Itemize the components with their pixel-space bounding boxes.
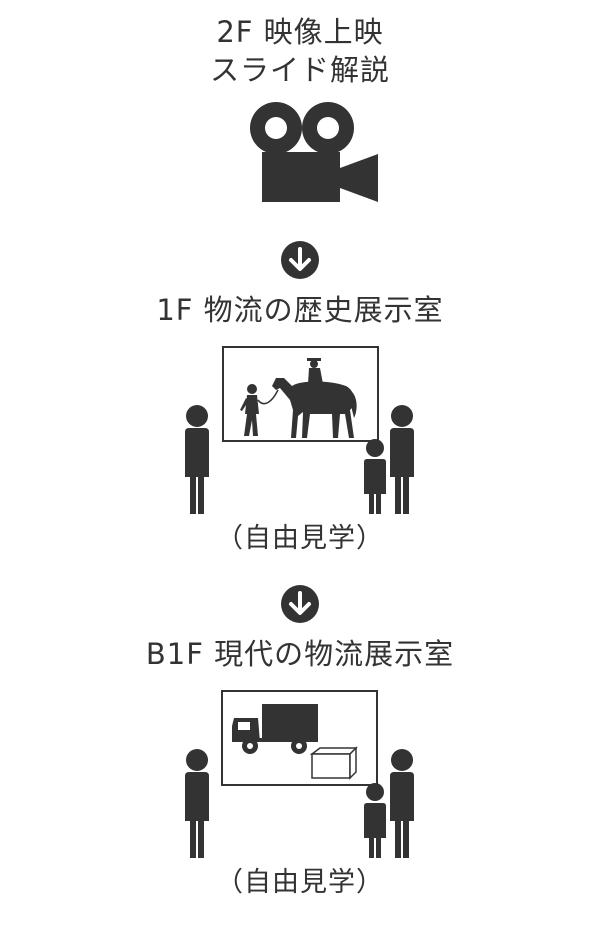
step1-title-line1: 2F 映像上映 (216, 15, 384, 49)
visitor-child-icon (364, 783, 386, 858)
step2-title: 1F 物流の歴史展示室 (156, 293, 444, 327)
visitor-adult-left-icon (185, 749, 209, 858)
step2-note: （自由見学） (216, 523, 384, 554)
visitor-child-icon (364, 439, 386, 514)
arrow-down-circle-icon (281, 585, 319, 623)
movie-camera-icon (250, 102, 378, 202)
modern-exhibit-scene (185, 690, 414, 858)
truck-box-exhibit-icon (232, 704, 358, 780)
visitor-adult-left-icon (185, 405, 209, 514)
history-exhibit-scene (185, 346, 414, 514)
horse-rider-exhibit-icon (240, 358, 357, 438)
visitor-adult-right-icon (390, 749, 414, 858)
visitor-adult-right-icon (390, 405, 414, 514)
step3-note: （自由見学） (216, 867, 384, 898)
arrow-down-circle-icon (281, 241, 319, 279)
step1-title-line2: スライド解説 (209, 53, 390, 87)
step3-title: B1F 現代の物流展示室 (145, 637, 455, 671)
